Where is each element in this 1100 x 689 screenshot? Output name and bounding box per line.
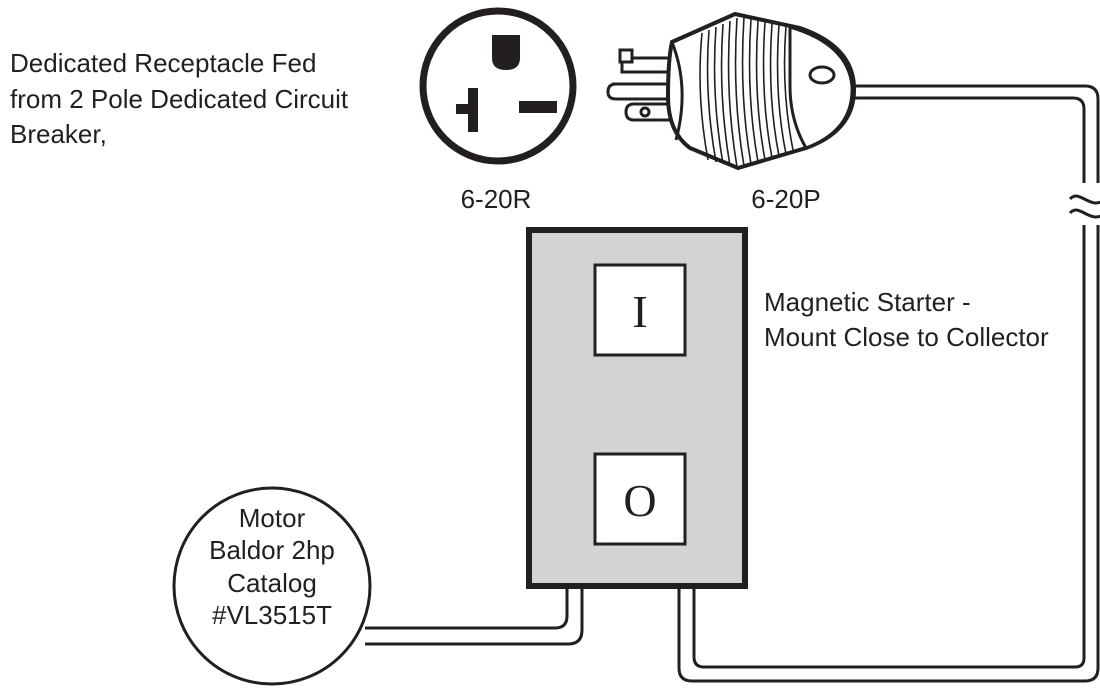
ground-slot <box>492 35 520 70</box>
motor-label-line-2: Baldor 2hp <box>209 535 335 565</box>
power-cord <box>677 84 1100 683</box>
start-button <box>593 263 687 357</box>
magnetic-starter: I O <box>526 227 748 589</box>
starter-note: Magnetic Starter - Mount Close to Collec… <box>764 287 1049 352</box>
motor-label-line-3: Catalog <box>227 568 317 598</box>
cord-break-symbol <box>1068 183 1100 225</box>
motor-label-line-4: #VL3515T <box>212 600 332 630</box>
starter-note-line-2: Mount Close to Collector <box>764 322 1049 352</box>
plug-label: 6-20P <box>751 184 820 214</box>
start-button-label: I <box>632 286 647 337</box>
plug-grip-ribs <box>699 16 794 168</box>
receptacle-note: Dedicated Receptacle Fed from 2 Pole Ded… <box>10 48 349 149</box>
receptacle-note-line-2: from 2 Pole Dedicated Circuit <box>10 84 349 114</box>
motor-cord <box>365 586 584 646</box>
receptacle-6-20r <box>419 7 577 165</box>
stop-button-label: O <box>623 475 656 526</box>
receptacle-note-line-1: Dedicated Receptacle Fed <box>10 48 316 78</box>
receptacle-label: 6-20R <box>461 184 532 214</box>
stop-button <box>593 452 687 546</box>
motor-label-line-1: Motor <box>239 503 306 533</box>
receptacle-note-line-3: Breaker, <box>10 119 107 149</box>
vertical-slot-crossbar <box>456 104 478 114</box>
plug-cord-hole <box>808 65 836 85</box>
motor: Motor Baldor 2hp Catalog #VL3515T <box>172 486 372 686</box>
plug-6-20p <box>606 11 857 171</box>
starter-note-line-1: Magnetic Starter - <box>764 287 971 317</box>
horizontal-slot <box>519 101 557 113</box>
